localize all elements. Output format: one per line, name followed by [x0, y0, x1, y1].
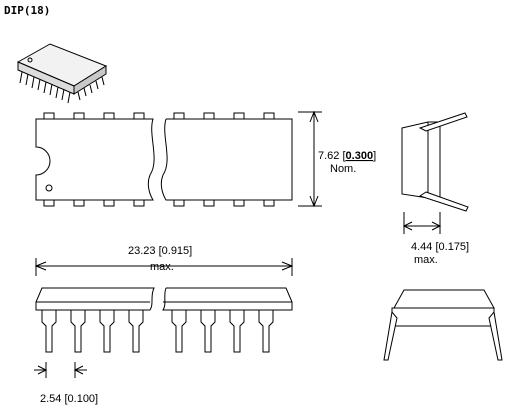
end-view: 4.44 [0.175] max.	[401, 112, 469, 266]
top-view: 7.62 [0.300] Nom.	[35, 110, 376, 208]
lead-spread-view	[383, 289, 503, 361]
length-dimension-value: 23.23 [0.915]	[128, 245, 192, 257]
width-dimension-value: 7.62 [0.300]	[318, 150, 376, 162]
pitch-dimension-value: 2.54 [0.100]	[40, 393, 98, 405]
height-dimension-note: max.	[414, 254, 438, 266]
package-title: DIP(18)	[4, 4, 50, 17]
side-view: 2.54 [0.100]	[34, 287, 293, 405]
length-dimension-note: max.	[150, 261, 174, 273]
width-dimension-note: Nom.	[330, 163, 356, 175]
length-dimension: 23.23 [0.915] max.	[34, 245, 294, 276]
height-dimension-value: 4.44 [0.175]	[411, 241, 469, 253]
chip-3d-icon	[16, 43, 108, 104]
